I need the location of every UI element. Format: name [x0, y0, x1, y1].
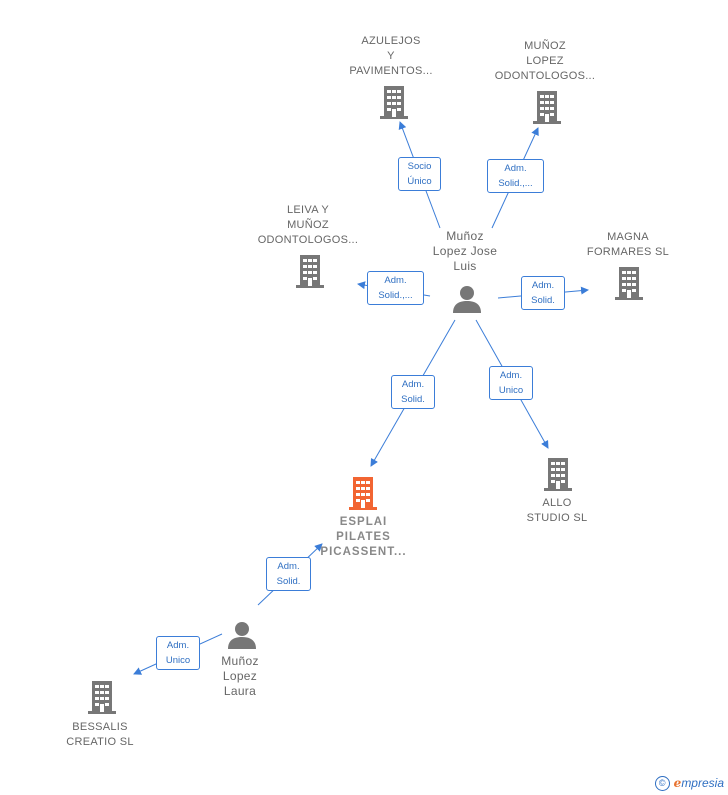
building-icon[interactable]: [86, 680, 118, 714]
edge-label-adm-solid-esplai[interactable]: Adm. Solid.: [391, 375, 435, 409]
edge-label-adm-unico-allo[interactable]: Adm. Unico: [489, 366, 533, 400]
edge-label-adm-solid-munoz[interactable]: Adm. Solid.,...: [487, 159, 544, 193]
edge-label-adm-solid-leiva[interactable]: Adm. Solid.,...: [367, 271, 424, 305]
empresia-logo[interactable]: ©empresia: [654, 776, 724, 791]
company-label-allo[interactable]: ALLO STUDIO SL: [526, 497, 588, 524]
edge-label-adm-unico-bessalis[interactable]: Adm. Unico: [156, 636, 200, 670]
person-label-laura[interactable]: Muñoz Lopez Laura: [221, 654, 259, 698]
company-label-leiva[interactable]: LEIVA Y MUÑOZ ODONTOLOGOS...: [257, 204, 359, 246]
building-icon[interactable]: [531, 90, 563, 124]
edge-label-adm-solid-magna[interactable]: Adm. Solid.: [521, 276, 565, 310]
company-label-magna[interactable]: MAGNA FORMARES SL: [586, 231, 670, 258]
copyright-icon: ©: [654, 776, 670, 791]
building-icon[interactable]: [613, 266, 645, 300]
person-icon[interactable]: [227, 620, 257, 650]
edge-label-socio-unico[interactable]: Socio Único: [398, 157, 441, 191]
building-icon-focus[interactable]: [347, 476, 379, 510]
person-icon[interactable]: [452, 284, 482, 314]
edge-label-adm-solid-laura[interactable]: Adm. Solid.: [266, 557, 311, 591]
person-label-jose-luis[interactable]: Muñoz Lopez Jose Luis: [432, 229, 498, 273]
building-icon[interactable]: [378, 85, 410, 119]
company-label-esplai-focus[interactable]: ESPLAI PILATES PICASSENT...: [320, 516, 407, 558]
company-label-munoz-odontologos[interactable]: MUÑOZ LOPEZ ODONTOLOGOS...: [494, 40, 596, 82]
company-label-azulejos[interactable]: AZULEJOS Y PAVIMENTOS...: [349, 35, 433, 77]
building-icon[interactable]: [294, 254, 326, 288]
building-icon[interactable]: [542, 457, 574, 491]
company-label-bessalis[interactable]: BESSALIS CREATIO SL: [66, 721, 134, 748]
